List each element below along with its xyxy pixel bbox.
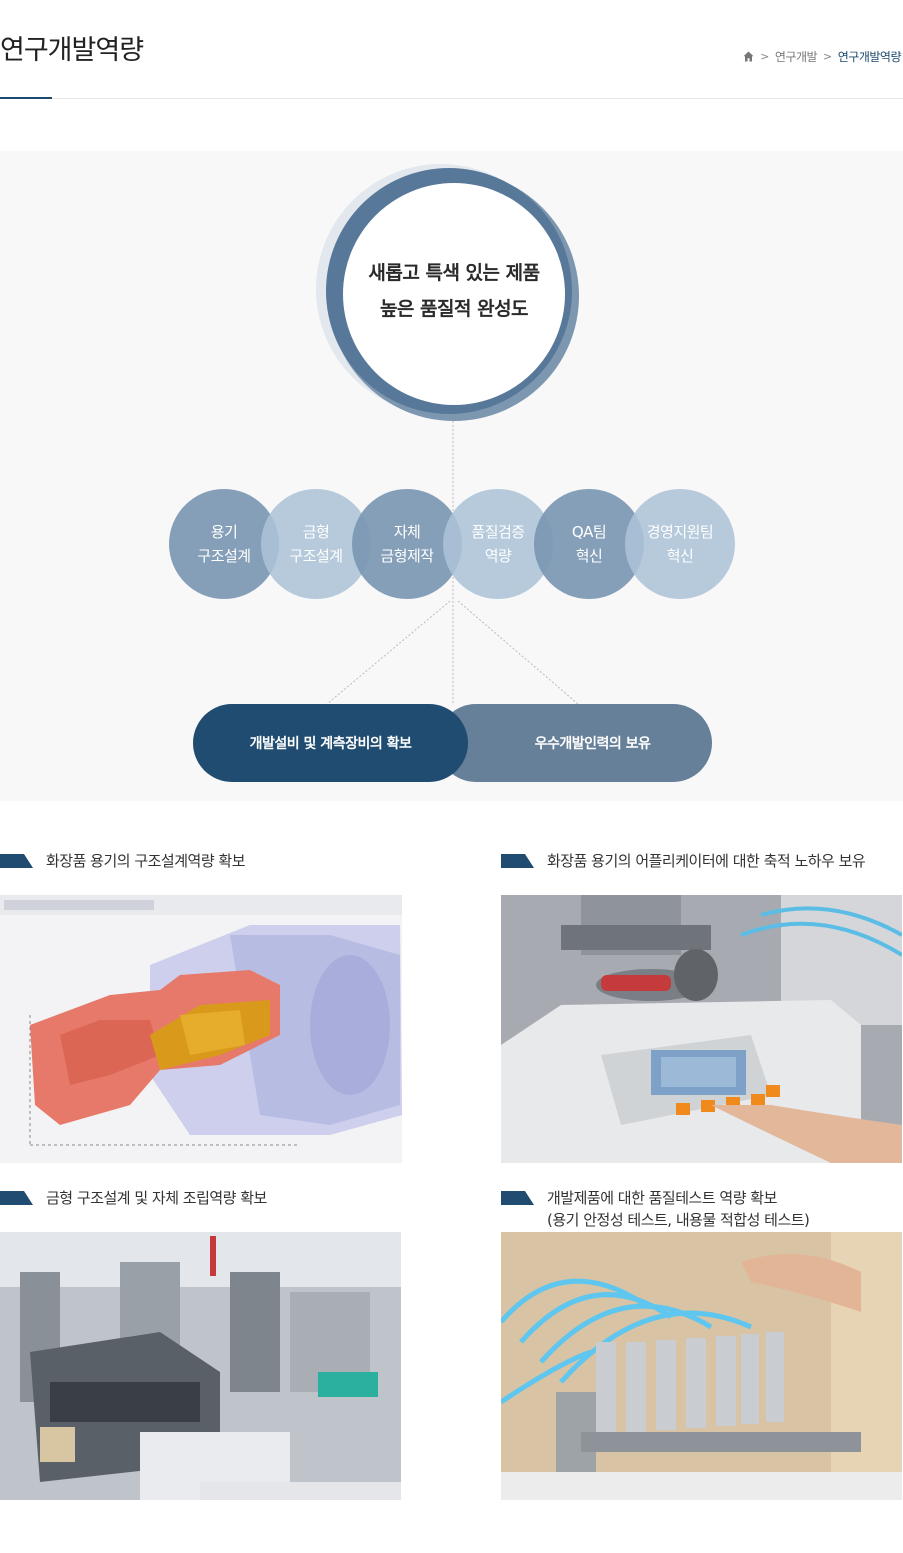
assembly-line-image [0, 1232, 401, 1500]
page-title: 연구개발역량 [0, 35, 144, 66]
bubble-line: 자체 [393, 523, 421, 541]
chevron-right-icon: > [823, 50, 832, 63]
capability-title-text: 개발제품에 대한 품질테스트 역량 확보 [547, 1189, 777, 1207]
flag-icon [501, 1191, 534, 1205]
bubble-line: 용기 [210, 523, 238, 541]
capability-subtitle-text: (용기 안정성 테스트, 내용물 적합성 테스트) [547, 1211, 810, 1229]
bubble-line: 금형제작 [380, 547, 434, 565]
flag-icon [0, 854, 33, 868]
cad-design-image [0, 895, 402, 1163]
bubble-container-design: 용기 구조설계 [169, 489, 279, 599]
diagram-graphics [316, 164, 579, 705]
capability-title-block: 개발제품에 대한 품질테스트 역량 확보 (용기 안정성 테스트, 내용물 적합… [547, 1187, 810, 1231]
capability-title-text: 화장품 용기의 구조설계역량 확보 [46, 852, 246, 870]
chevron-right-icon: > [760, 50, 769, 63]
bubble-line: 금형 [302, 523, 330, 541]
flag-icon [0, 1191, 33, 1205]
capability-title-text: 금형 구조설계 및 자체 조립역량 확보 [46, 1189, 267, 1207]
core-line: 새롭고 특색 있는 제품 [368, 262, 540, 284]
capability-title: 금형 구조설계 및 자체 조립역량 확보 [0, 1187, 267, 1209]
bubble-line: 혁신 [666, 547, 694, 565]
capability-diagram: 새롭고 특색 있는 제품 높은 품질적 완성도 용기 구조설계 금형 구조설계 … [0, 151, 903, 801]
connector-line [326, 600, 451, 705]
capability-title: 화장품 용기의 어플리케이터에 대한 축적 노하우 보유 [501, 850, 866, 872]
breadcrumb-item-current[interactable]: 연구개발역량 [837, 50, 902, 64]
bubble-management-team: 경영지원팀 혁신 [625, 489, 735, 599]
core-line: 높은 품질적 완성도 [379, 298, 529, 320]
core-statement: 새롭고 특색 있는 제품 높은 품질적 완성도 [341, 255, 567, 327]
page-header: 연구개발역량 > 연구개발 > 연구개발역량 [0, 0, 903, 99]
bubble-line: 품질검증 [471, 523, 525, 541]
bubble-mold-production: 자체 금형제작 [352, 489, 462, 599]
pill-equipment: 개발설비 및 계측장비의 확보 [193, 704, 468, 782]
flag-icon [501, 854, 534, 868]
title-underline [0, 97, 52, 99]
bubble-line: QA팀 [571, 523, 607, 541]
breadcrumb: > 연구개발 > 연구개발역량 [743, 48, 902, 65]
capability-title-text: 화장품 용기의 어플리케이터에 대한 축적 노하우 보유 [547, 852, 866, 870]
home-icon[interactable] [743, 51, 754, 62]
capability-title: 개발제품에 대한 품질테스트 역량 확보 (용기 안정성 테스트, 내용물 적합… [501, 1187, 810, 1231]
pill-personnel: 우수개발인력의 보유 [437, 704, 712, 782]
testing-machine-image [501, 895, 902, 1163]
core-circle [343, 183, 565, 405]
capability-title: 화장품 용기의 구조설계역량 확보 [0, 850, 246, 872]
bubble-line: 경영지원팀 [646, 523, 714, 541]
bubble-line: 역량 [484, 547, 512, 565]
bubble-line: 혁신 [575, 547, 603, 565]
connector-line [457, 600, 579, 705]
quality-test-image [501, 1232, 902, 1500]
breadcrumb-item-research[interactable]: 연구개발 [774, 50, 818, 64]
bubble-line: 구조설계 [197, 547, 251, 565]
bubble-line: 구조설계 [289, 547, 343, 565]
